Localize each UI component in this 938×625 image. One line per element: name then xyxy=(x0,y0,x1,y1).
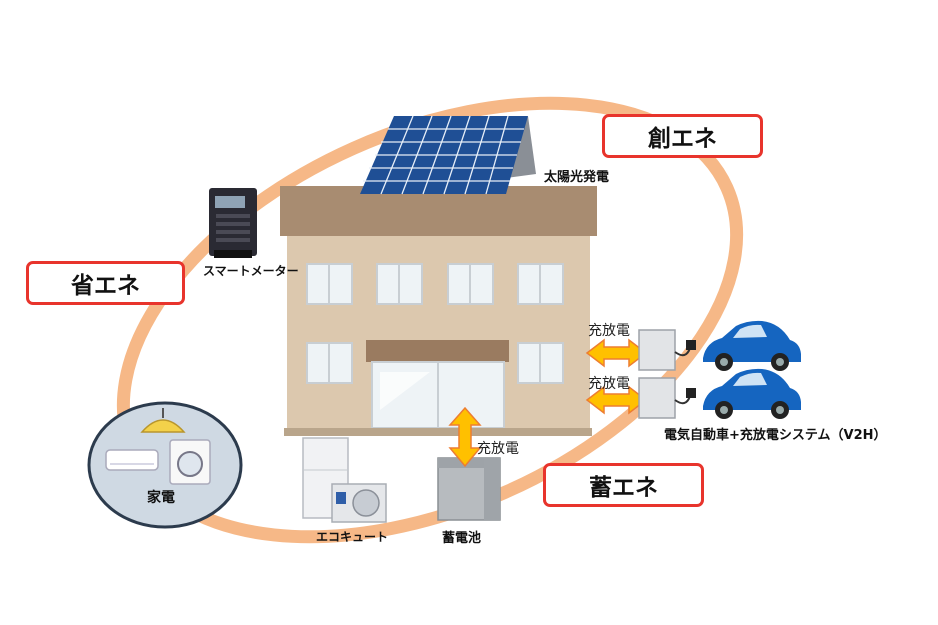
solar-label: 太陽光発電 xyxy=(544,170,610,185)
v2h-label: 電気自動車+充放電システム（V2H） xyxy=(664,428,887,443)
storage-battery-icon xyxy=(437,457,501,521)
ev-charge-arrow-top xyxy=(585,338,648,368)
battery-label: 蓄電池 xyxy=(442,531,482,546)
v2h-charger-icon xyxy=(638,329,696,419)
tag-create-energy: 創エネ xyxy=(602,114,763,158)
flow-label-ev-top: 充放電 xyxy=(588,323,630,339)
ecocute-icon xyxy=(302,437,387,523)
flow-label-ev-bottom: 充放電 xyxy=(588,376,630,392)
electric-car-icon-bottom xyxy=(703,368,801,419)
tag-store-energy-label: 蓄エネ xyxy=(589,475,658,501)
tag-store-energy: 蓄エネ xyxy=(543,463,704,507)
smart-meter-icon xyxy=(209,188,257,258)
house xyxy=(280,186,597,436)
battery-charge-arrow xyxy=(448,406,482,468)
tag-save-energy-label: 省エネ xyxy=(71,273,140,299)
flow-label-battery: 充放電 xyxy=(477,441,519,457)
smart-meter-label: スマートメーター xyxy=(203,264,299,278)
electric-car-icon-top xyxy=(703,320,801,371)
tag-create-energy-label: 創エネ xyxy=(648,126,717,152)
home-appliances-icon xyxy=(87,401,243,529)
tag-save-energy: 省エネ xyxy=(26,261,185,305)
solar-panel-icon xyxy=(360,115,536,195)
ecocute-label: エコキュート xyxy=(316,530,389,544)
appliances-label: 家電 xyxy=(147,490,175,506)
